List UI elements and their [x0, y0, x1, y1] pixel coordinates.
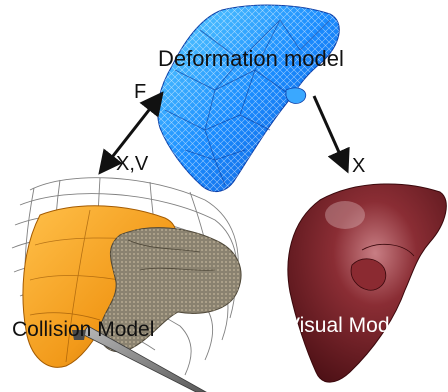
collision-model-label: Collision Model — [12, 318, 154, 341]
deformation-model-label: Deformation model — [158, 46, 344, 71]
arrow-position-label: X — [352, 155, 365, 177]
collision-model-illustration — [12, 178, 241, 392]
arrow-deformation-to-visual — [314, 96, 346, 168]
visual-model-label: Visual Model — [286, 314, 406, 337]
deformation-model-mesh — [158, 5, 340, 191]
arrow-force-label: F — [134, 81, 146, 103]
visual-model-liver — [288, 184, 446, 382]
arrow-state-label: X,V — [116, 153, 149, 175]
